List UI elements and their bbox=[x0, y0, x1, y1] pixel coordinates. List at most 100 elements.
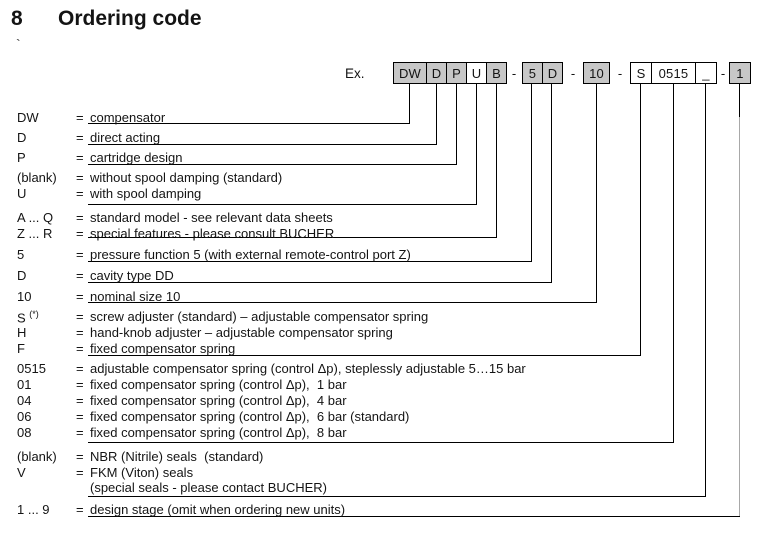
legend-row: (blank) = NBR (Nitrile) seals (standard) bbox=[0, 449, 760, 465]
code-box-10: 10 bbox=[583, 62, 610, 84]
row-description: fixed compensator spring bbox=[90, 341, 236, 356]
equals-sign: = bbox=[76, 186, 84, 201]
equals-sign: = bbox=[76, 247, 84, 262]
row-code: (blank) bbox=[17, 170, 57, 185]
legend-row: 1 ... 9=design stage (omit when ordering… bbox=[0, 502, 760, 518]
legend-row: DW = compensator bbox=[0, 110, 760, 126]
code-box-p: P bbox=[446, 62, 467, 84]
separator-dash: - bbox=[511, 65, 517, 81]
equals-sign: = bbox=[76, 150, 84, 165]
equals-sign: = bbox=[76, 268, 84, 283]
code-box-seal: _ bbox=[695, 62, 717, 84]
row-code: 04 bbox=[17, 393, 32, 408]
legend-row: 01 = fixed compensator spring (control Δp)… bbox=[0, 377, 760, 393]
equals-sign: = bbox=[76, 361, 84, 376]
row-description: direct acting bbox=[90, 130, 161, 145]
equals-sign: = bbox=[76, 110, 84, 125]
row-code: 5 bbox=[17, 247, 25, 262]
equals-sign: = bbox=[76, 465, 84, 480]
connector-d bbox=[88, 84, 437, 145]
connector-seals bbox=[88, 84, 706, 497]
legend-row: 0515 = adjustable compensator spring (cont… bbox=[0, 361, 760, 377]
legend-row: 04=fixed compensator spring (control Δp)… bbox=[0, 393, 760, 409]
separator-dash: - bbox=[720, 65, 726, 81]
row-description: hand-knob adjuster – adjustable compensa… bbox=[90, 325, 393, 340]
row-code: 10 bbox=[17, 289, 32, 304]
connector-stage-vertical bbox=[739, 117, 740, 517]
row-description: special features - please consult BUCHER bbox=[90, 226, 335, 241]
row-description: fixed compensator spring (control Δp), 4… bbox=[90, 393, 347, 408]
equals-sign: = bbox=[76, 502, 84, 517]
row-code: V bbox=[17, 465, 26, 480]
row-code: S (*) bbox=[17, 309, 39, 326]
legend-row: U=with spool damping bbox=[0, 186, 760, 202]
row-description: standard model - see relevant data sheet… bbox=[90, 210, 333, 225]
row-code: 1 ... 9 bbox=[17, 502, 50, 517]
legend-row: P = cartridge design bbox=[0, 150, 760, 166]
connector-5 bbox=[88, 84, 532, 262]
legend-row: Z ... R=special features - please consul… bbox=[0, 226, 760, 242]
row-code: U bbox=[17, 186, 27, 201]
row-code: 08 bbox=[17, 425, 32, 440]
equals-sign: = bbox=[76, 226, 84, 241]
equals-sign: = bbox=[76, 341, 84, 356]
row-code: (blank) bbox=[17, 449, 57, 464]
separator-dash: - bbox=[570, 65, 576, 81]
connector-stage-underline bbox=[88, 515, 740, 517]
code-box-u: U bbox=[466, 62, 487, 84]
row-code: P bbox=[17, 150, 26, 165]
row-description: fixed compensator spring (control Δp), 6… bbox=[90, 409, 410, 424]
section-number: 8 bbox=[11, 7, 23, 30]
row-description: adjustable compensator spring (control Δ… bbox=[90, 361, 526, 376]
legend-row: 08=fixed compensator spring (control Δp)… bbox=[0, 425, 760, 441]
row-description: without spool damping (standard) bbox=[90, 170, 283, 185]
code-box-d: D bbox=[426, 62, 447, 84]
row-description: NBR (Nitrile) seals (standard) bbox=[90, 449, 264, 464]
row-code: 01 bbox=[17, 377, 32, 392]
equals-sign: = bbox=[76, 130, 84, 145]
legend-row: H=hand-knob adjuster – adjustable compen… bbox=[0, 325, 760, 341]
row-description: nominal size 10 bbox=[90, 289, 181, 304]
page-title: Ordering code bbox=[58, 7, 202, 30]
row-code: H bbox=[17, 325, 27, 340]
equals-sign: = bbox=[76, 170, 84, 185]
code-box-1: 1 bbox=[729, 62, 751, 84]
row-description: cavity type DD bbox=[90, 268, 174, 283]
row-description: fixed compensator spring (control Δp), 1… bbox=[90, 377, 347, 392]
legend-row: V=FKM (Viton) seals bbox=[0, 465, 760, 481]
row-code: DW bbox=[17, 110, 39, 125]
example-label: Ex. bbox=[345, 66, 365, 81]
separator-dash: - bbox=[617, 65, 623, 81]
legend-row: 10=nominal size 10 bbox=[0, 289, 760, 305]
equals-sign: = bbox=[76, 309, 84, 324]
row-code: D bbox=[17, 268, 27, 283]
stray-mark: ` bbox=[16, 36, 21, 52]
legend-row: 5=pressure function 5 (with external rem… bbox=[0, 247, 760, 263]
connector-size bbox=[88, 84, 597, 303]
row-code: 0515 bbox=[17, 361, 46, 376]
equals-sign: = bbox=[76, 377, 84, 392]
equals-sign: = bbox=[76, 449, 84, 464]
row-code: 06 bbox=[17, 409, 32, 424]
legend-row: S (*)=screw adjuster (standard) – adjust… bbox=[0, 309, 760, 325]
row-code: F bbox=[17, 341, 25, 356]
legend-row: A ... Q=standard model - see relevant da… bbox=[0, 210, 760, 226]
row-description: (special seals - please contact BUCHER) bbox=[90, 480, 327, 495]
connector-u bbox=[88, 84, 477, 205]
equals-sign: = bbox=[76, 425, 84, 440]
code-box-d2: D bbox=[542, 62, 563, 84]
row-code: A ... Q bbox=[17, 210, 54, 225]
connector-b bbox=[88, 84, 497, 238]
legend-row: D = cavity type DD bbox=[0, 268, 760, 284]
legend-row: (blank) = without spool damping (standard) bbox=[0, 170, 760, 186]
row-description: cartridge design bbox=[90, 150, 183, 165]
connector-p bbox=[88, 84, 457, 165]
legend-row: F = fixed compensator spring bbox=[0, 341, 760, 357]
code-box-b: B bbox=[486, 62, 507, 84]
code-box-dw: DW bbox=[393, 62, 427, 84]
legend-row: D=direct acting bbox=[0, 130, 760, 146]
row-description: compensator bbox=[90, 110, 166, 125]
connector-dw bbox=[88, 84, 410, 124]
code-box-s: S bbox=[630, 62, 652, 84]
